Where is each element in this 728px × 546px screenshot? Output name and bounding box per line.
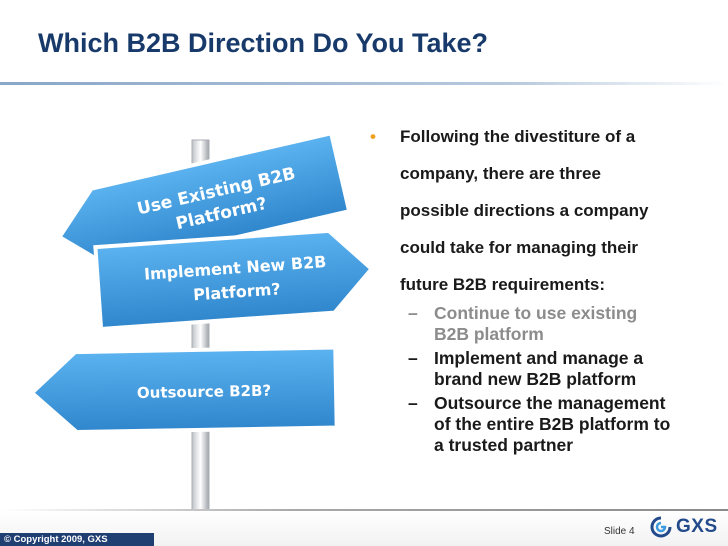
sign-use-existing: Use Existing B2B Platform? [56,130,352,269]
slide-number: Slide 4 [604,526,635,537]
sign-implement-new: Implement New B2B Platform? [93,228,374,332]
sign-outsource-board [29,345,339,435]
main-bullet-line: Following the divestiture of a [400,127,636,146]
sign-outsource: Outsource B2B? [29,345,339,435]
sub-bullet-continue-existing: – Continue to use existing B2B platform [366,303,716,345]
sub-bullet-list: – Continue to use existing B2B platform … [366,303,716,456]
sign-outsource-label: Outsource B2B? [137,382,271,402]
sub-bullet-line: B2B platform [434,324,544,344]
sign-implement-new-board [93,228,374,332]
logo-text: GXS [676,516,718,537]
slide-title: Which B2B Direction Do You Take? [38,28,489,58]
sub-bullet-line: Outsource the management [434,393,666,413]
footer-divider [0,509,728,511]
main-bullet-line: future B2B requirements: [400,275,605,294]
sub-bullet-outsource: – Outsource the management of the entire… [366,393,716,456]
main-bullet-line: could take for managing their [400,238,639,257]
gxs-swirl-icon [650,516,672,538]
sub-bullet-line: brand new B2B platform [434,369,637,389]
dash-marker-icon: – [408,303,418,323]
sub-bullet-implement-new: – Implement and manage a brand new B2B p… [366,348,716,390]
dash-marker-icon: – [408,348,418,368]
main-bullet-line: possible directions a company [400,201,649,220]
gxs-logo: GXS [650,514,724,540]
sub-bullet-line: Continue to use existing [434,303,638,323]
bullet-content: • Following the divestiture of a company… [366,118,716,459]
signpost-illustration: Use Existing B2B Platform? Implement New… [29,130,374,537]
copyright-notice: © Copyright 2009, GXS [0,533,154,546]
sub-bullet-line: Implement and manage a [434,348,644,368]
bullet-marker-icon: • [370,127,376,146]
title-divider [0,82,728,85]
main-bullet: • Following the divestiture of a company… [366,118,716,303]
main-bullet-line: company, there are three [400,164,601,183]
dash-marker-icon: – [408,393,418,413]
sub-bullet-line: of the entire B2B platform to [434,414,671,434]
sub-bullet-line: a trusted partner [434,435,574,455]
